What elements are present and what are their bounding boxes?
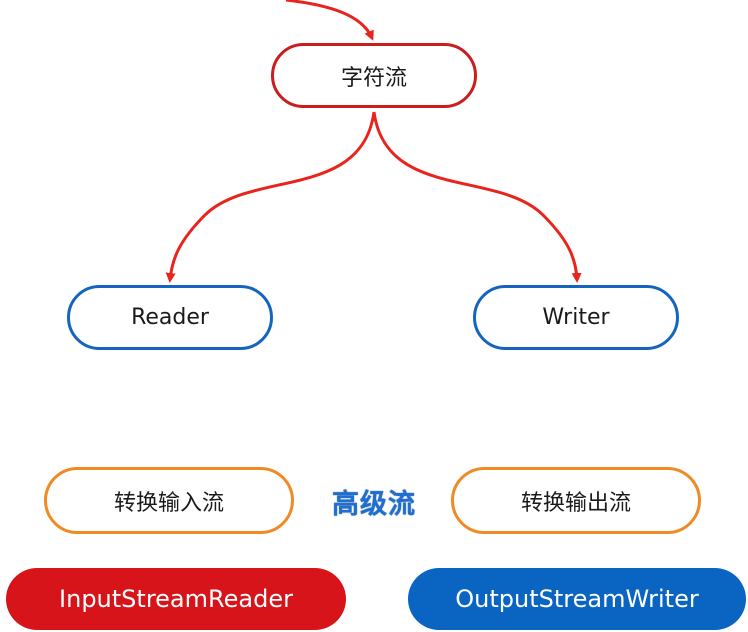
input-stream-reader-label: InputStreamReader: [59, 585, 293, 613]
convert-output-stream-node: 转换输出流: [451, 467, 701, 534]
input-stream-reader-class: InputStreamReader: [6, 568, 346, 630]
incoming-arrow: [285, 0, 374, 41]
reader-label: Reader: [131, 305, 209, 330]
convert-input-stream-label: 转换输入流: [113, 490, 224, 516]
output-stream-writer-class: OutputStreamWriter: [408, 568, 746, 630]
convert-output-stream-label: 转换输出流: [520, 490, 631, 516]
advanced-stream-label: 高级流: [332, 488, 416, 520]
output-stream-writer-label: OutputStreamWriter: [455, 585, 699, 613]
character-stream-node: 字符流: [271, 43, 477, 108]
arrow-to-writer: [372, 111, 582, 283]
reader-node: Reader: [67, 285, 273, 350]
writer-label: Writer: [542, 305, 610, 330]
character-stream-label: 字符流: [340, 65, 407, 91]
arrow-to-reader: [165, 111, 376, 283]
writer-node: Writer: [473, 285, 679, 350]
convert-input-stream-node: 转换输入流: [44, 467, 294, 534]
